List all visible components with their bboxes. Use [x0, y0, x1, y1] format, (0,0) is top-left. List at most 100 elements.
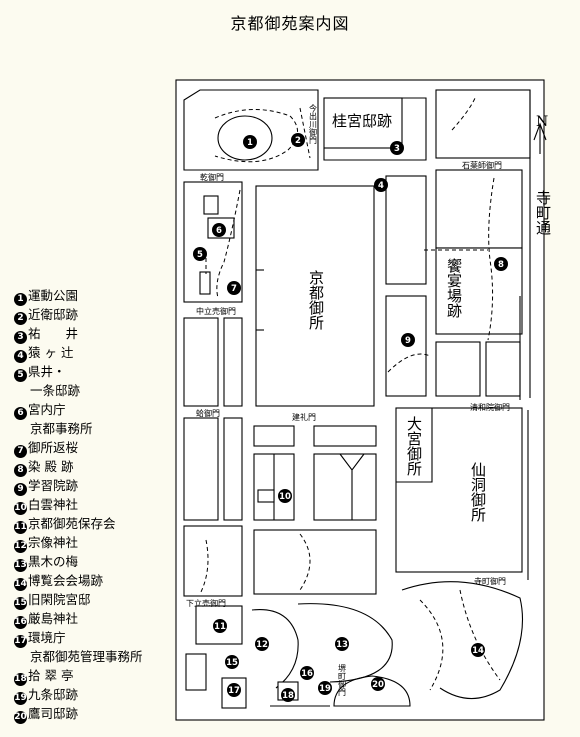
nakadachiuri-gate-label[interactable]: 中立売御門 — [196, 306, 236, 316]
marker-17[interactable]: 17 — [227, 683, 241, 697]
south-road-curve — [251, 609, 299, 689]
hamaguri-gate-label[interactable]: 蛤御門 — [196, 408, 220, 418]
legend-label: 博覧会会場跡 — [28, 572, 104, 588]
marker-7[interactable]: 7 — [227, 281, 241, 295]
footpath — [451, 95, 477, 131]
legend-item-12[interactable]: 12宗像神社 — [14, 534, 184, 553]
legend-item-11[interactable]: 11京都御苑保存会 — [14, 515, 184, 534]
inui-gate-label[interactable]: 乾御門 — [200, 172, 224, 182]
east-mid-block-2 — [485, 341, 521, 397]
marker-13[interactable]: 13 — [335, 637, 349, 651]
marker-4[interactable]: 4 — [374, 178, 388, 192]
footpath — [419, 599, 444, 691]
svg-text:13: 13 — [336, 640, 348, 650]
legend-item-19[interactable]: 19九条邸跡 — [14, 686, 184, 705]
seiwain-gate-label[interactable]: 清和院御門 — [470, 402, 510, 412]
marker-15[interactable]: 15 — [225, 655, 239, 669]
legend-number-badge: 18 — [14, 672, 27, 686]
omiya-palace-label[interactable]: 大宮御所 — [405, 416, 423, 476]
legend-item-13[interactable]: 13黒木の梅 — [14, 553, 184, 572]
building — [199, 271, 211, 295]
imadegawa-gate-label[interactable]: 今出川御門 — [309, 103, 318, 145]
svg-text:7: 7 — [231, 284, 237, 294]
legend-item-16[interactable]: 16厳島神社 — [14, 610, 184, 629]
legend-item-10[interactable]: 10白雲神社 — [14, 496, 184, 515]
sakai-gate-label[interactable]: 堺町御門 — [338, 663, 347, 697]
svg-text:15: 15 — [226, 658, 238, 668]
teramachi-gate-label[interactable]: 寺町御門 — [474, 576, 506, 586]
legend-item-14[interactable]: 14博覧会会場跡 — [14, 572, 184, 591]
marker-5[interactable]: 5 — [193, 247, 207, 261]
katsura-villa-label[interactable]: 桂宮邸跡 — [332, 112, 392, 130]
legend-number-badge: 1 — [14, 293, 27, 306]
legend-item-17[interactable]: 17環境庁 — [14, 629, 184, 648]
marker-14[interactable]: 14 — [471, 643, 485, 657]
sports-park-block — [183, 89, 319, 171]
legend-label: 白雲神社 — [28, 496, 79, 512]
kenrei-gate-label[interactable]: 建礼門 — [292, 412, 316, 422]
legend-item-20[interactable]: 20鷹司邸跡 — [14, 705, 184, 724]
svg-text:6: 6 — [216, 226, 222, 236]
kyoen-upper-block — [435, 169, 523, 249]
inner-road-y — [339, 453, 365, 520]
svg-text:14: 14 — [472, 646, 484, 656]
legend-item-18[interactable]: 18拾 翠 亭 — [14, 667, 184, 686]
legend-item-15[interactable]: 15旧閑院宮邸 — [14, 591, 184, 610]
marker-11[interactable]: 11 — [213, 619, 227, 633]
marker-3[interactable]: 3 — [390, 141, 404, 155]
west-lower-block-2 — [223, 417, 243, 521]
marker-9[interactable]: 9 — [401, 333, 415, 347]
west-mid-block — [183, 317, 219, 407]
building — [203, 195, 219, 215]
sento-palace-label[interactable]: 仙洞御所 — [469, 462, 487, 522]
legend-number-badge: 12 — [14, 539, 27, 553]
marker-18[interactable]: 18 — [281, 688, 295, 702]
marker-8[interactable]: 8 — [494, 257, 508, 271]
legend-label: 染 殿 跡 — [28, 458, 74, 474]
legend-number-badge: 20 — [14, 710, 27, 724]
sento-palace-block — [395, 407, 523, 573]
marker-12[interactable]: 12 — [255, 637, 269, 651]
legend-label: 近衛邸跡 — [28, 307, 79, 322]
marker-16[interactable]: 16 — [300, 666, 314, 680]
svg-text:10: 10 — [279, 492, 291, 502]
svg-text:18: 18 — [282, 691, 294, 701]
svg-text:1: 1 — [247, 138, 253, 148]
kyoen-label[interactable]: 饗宴場跡 — [445, 257, 463, 319]
building — [185, 653, 207, 691]
svg-text:16: 16 — [301, 669, 313, 679]
ishiyakushi-gate-label[interactable]: 石薬師御門 — [462, 160, 502, 170]
marker-10[interactable]: 10 — [278, 489, 292, 503]
south-central-block — [253, 529, 377, 595]
legend-number-badge: 10 — [14, 501, 27, 515]
marker-6[interactable]: 6 — [212, 223, 226, 237]
svg-text:2: 2 — [295, 136, 301, 146]
takatsukasa-pond — [333, 675, 411, 707]
marker-1[interactable]: 1 — [243, 135, 257, 149]
west-lower-block — [183, 417, 219, 521]
shimodachiuri-gate-label[interactable]: 下立売御門 — [186, 598, 226, 608]
building — [257, 489, 275, 503]
west-south-block — [183, 525, 243, 597]
kyoto-gosho-label[interactable]: 京都御所 — [307, 270, 325, 330]
map-title: 京都御苑案内図 — [230, 14, 350, 33]
legend-number-badge: 11 — [14, 520, 27, 534]
marker-20[interactable]: 20 — [371, 677, 385, 691]
marker-2[interactable]: 2 — [291, 133, 305, 147]
katsura-villa-block — [323, 97, 403, 149]
marker-19[interactable]: 19 — [318, 681, 332, 695]
kyoto-gosho-block — [255, 185, 375, 407]
legend-label: 猿 ヶ 辻 — [28, 345, 74, 360]
legend-label: 宗像神社 — [28, 534, 79, 550]
